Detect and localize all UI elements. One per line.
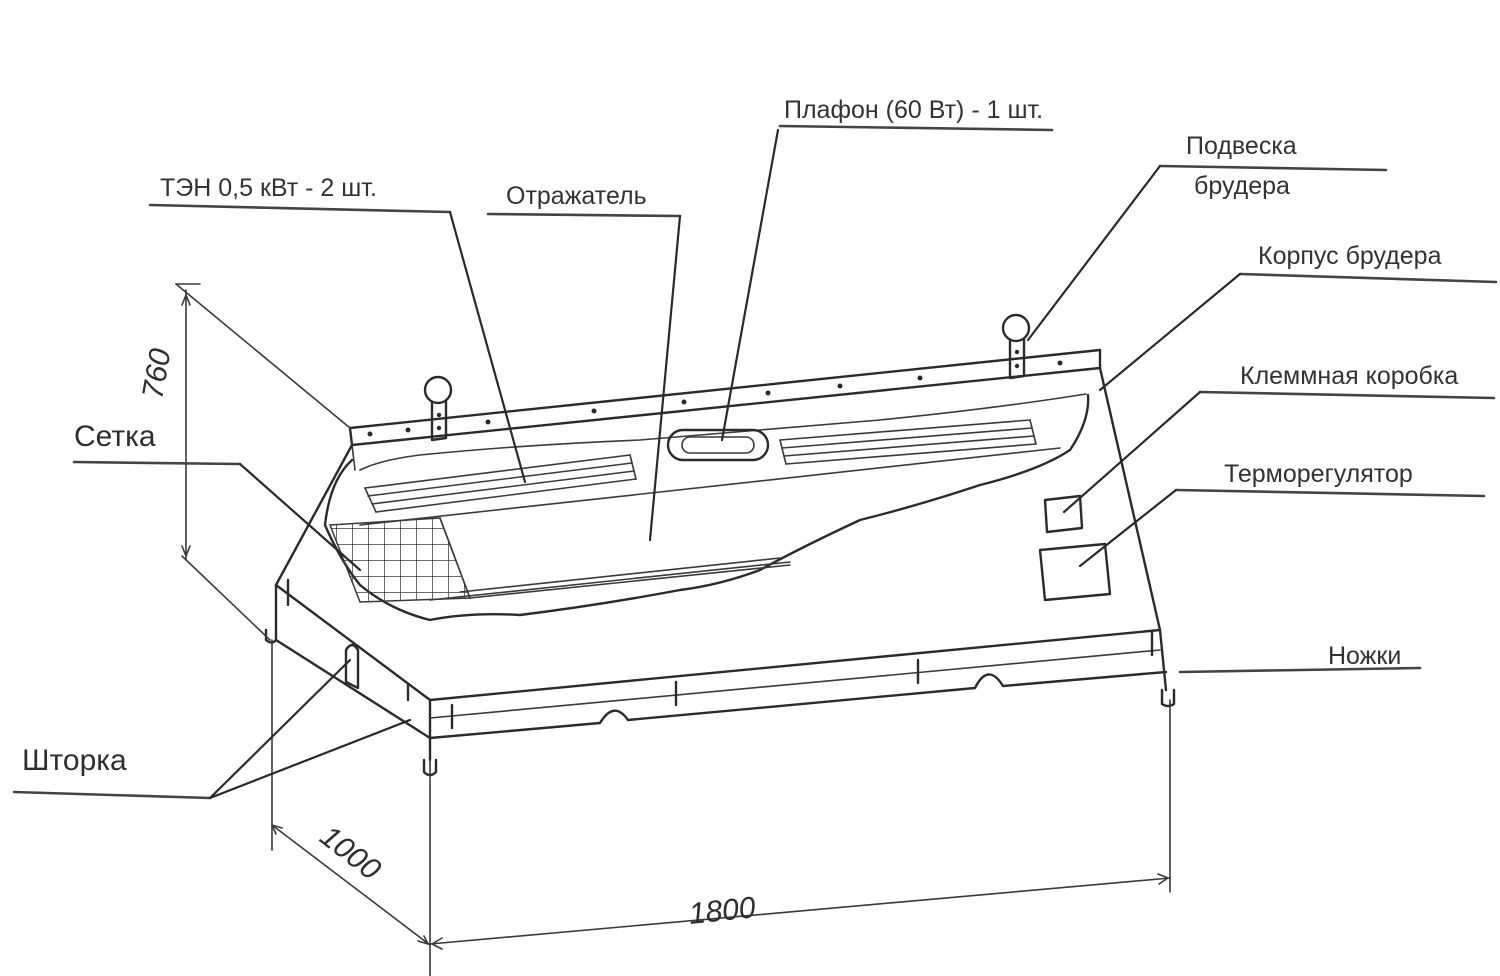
label-mesh-group: Сетка (72, 420, 362, 572)
label-lamp-group: Плафон (60 Вт) - 1 шт. (720, 96, 1054, 442)
terminal-box (1043, 494, 1084, 534)
label-curtain-group: Шторка (12, 658, 412, 800)
hanger-right (1001, 313, 1031, 380)
label-legs-group: Ножки (1178, 642, 1422, 674)
label-reflector-group: Отражатель (486, 182, 682, 542)
hanger-left (423, 375, 453, 442)
label-body: Корпус брудера (1258, 242, 1442, 270)
label-thermostat: Терморегулятор (1224, 460, 1413, 488)
lamp (666, 428, 770, 462)
label-hanger-group: Подвеска брудера (1026, 132, 1388, 342)
label-legs: Ножки (1328, 642, 1401, 670)
label-lamp: Плафон (60 Вт) - 1 шт. (784, 96, 1043, 124)
label-terminal-box: Клеммная коробка (1240, 362, 1458, 390)
label-terminal-box-group: Клеммная коробка (1062, 362, 1496, 514)
dimension-length: 1800 (429, 699, 1171, 950)
front-bolts (286, 578, 1154, 730)
label-heater: ТЭН 0,5 кВт - 2 шт. (160, 174, 377, 202)
heater-left (364, 454, 637, 513)
label-thermostat-group: Терморегулятор (1078, 460, 1486, 568)
top-rail-rivets (367, 360, 1063, 437)
label-curtain: Шторка (22, 744, 127, 777)
mesh (328, 517, 791, 603)
label-reflector: Отражатель (506, 182, 647, 210)
label-heater-group: ТЭН 0,5 кВт - 2 шт. (148, 174, 527, 484)
label-mesh: Сетка (74, 420, 156, 453)
thermostat (1038, 542, 1112, 602)
curtain (344, 643, 360, 690)
label-body-group: Корпус брудера (1098, 242, 1498, 392)
label-hanger-line1: Подвеска (1186, 132, 1297, 160)
brooder-body (264, 313, 1176, 777)
legs (264, 628, 1176, 777)
dimension-depth: 1000 (271, 639, 431, 976)
dimension-depth-label: 1000 (314, 820, 387, 887)
label-hanger-line2: брудера (1194, 172, 1290, 200)
dimension-length-label: 1800 (687, 891, 757, 931)
dimension-height-label: 760 (136, 346, 177, 401)
heater-right (779, 419, 1037, 465)
